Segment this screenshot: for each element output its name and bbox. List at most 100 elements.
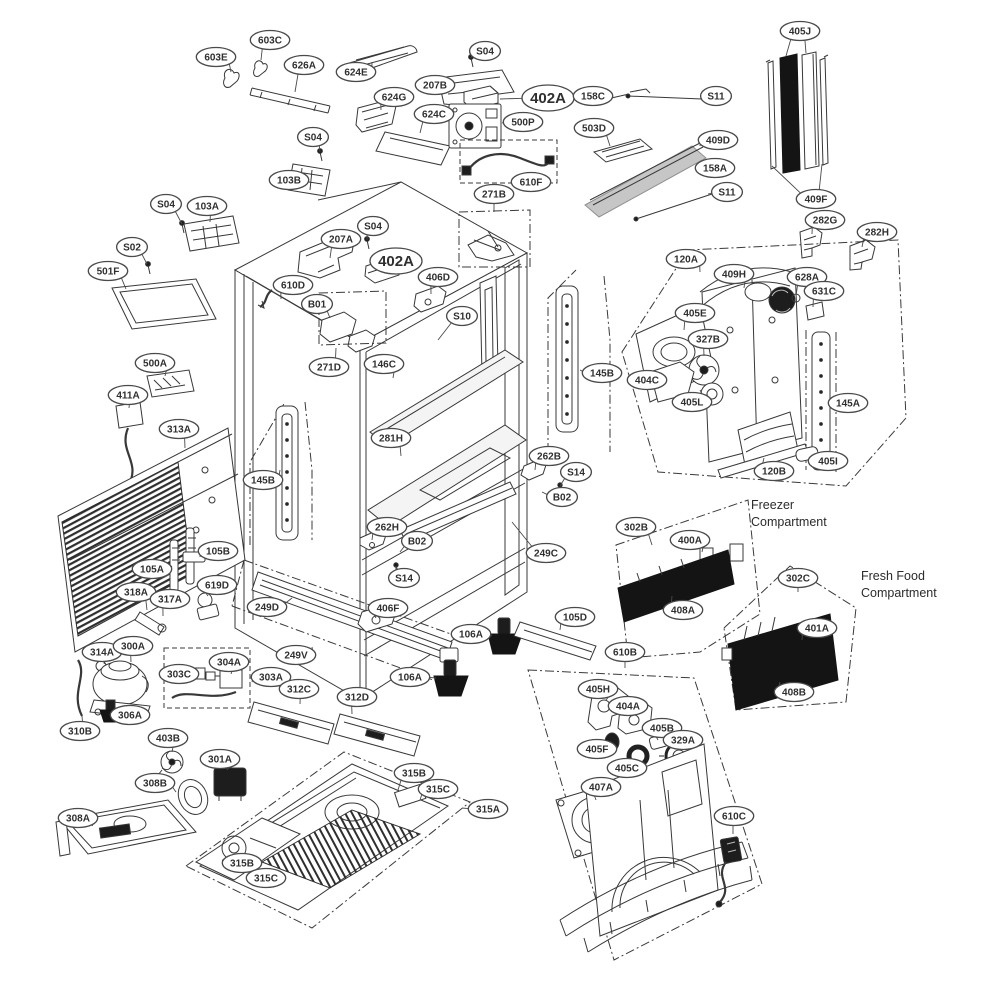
freezer-heater-drawing	[615, 499, 761, 659]
callout-label: 405B	[650, 724, 674, 735]
callout-bubble	[671, 391, 713, 413]
callout-label: 308A	[66, 814, 90, 825]
callout-label: 271B	[482, 190, 506, 201]
callout-402a-29: 402A	[369, 247, 423, 275]
callout-label: 207B	[423, 81, 447, 92]
leader-line	[284, 597, 293, 605]
leader-line	[260, 48, 263, 61]
callout-262h-65: 262H	[366, 516, 408, 541]
callout-310b-87: 310B	[59, 715, 101, 742]
callout-bubble	[417, 266, 459, 288]
callout-bubble	[604, 641, 646, 663]
leader-line	[861, 238, 865, 248]
callout-bubble	[580, 776, 622, 798]
callout-label: 281H	[379, 434, 403, 445]
callout-306a-86: 306A	[109, 704, 151, 726]
callout-bubble	[467, 798, 509, 820]
callout-bubble	[626, 369, 668, 391]
callout-label: B02	[408, 537, 427, 548]
callout-bubble	[59, 720, 101, 742]
callout-bubble	[196, 574, 238, 596]
callout-label: S11	[718, 188, 736, 199]
callout-label: 405I	[818, 457, 838, 468]
callout-406d-33: 406D	[417, 266, 459, 295]
callout-bubble	[753, 460, 795, 482]
callout-145b-41: 145B	[579, 362, 623, 384]
callout-bubble	[134, 772, 176, 794]
callout-s02-26: S02	[115, 236, 149, 265]
leader-line	[499, 97, 524, 100]
callout-105d-75: 105D	[554, 606, 596, 631]
callout-bubble	[572, 85, 614, 107]
callout-bubble	[308, 356, 350, 378]
callout-406f-69: 406F	[367, 597, 409, 619]
callout-bubble	[367, 597, 409, 619]
callout-label: 405L	[681, 398, 704, 409]
callout-label: 302C	[786, 574, 810, 585]
callout-404c-44: 404C	[626, 369, 668, 391]
callout-403b-88: 403B	[147, 727, 189, 753]
left-panels-drawing	[57, 369, 313, 653]
callout-bubble	[713, 805, 755, 827]
callout-label: S04	[157, 200, 175, 211]
leader-line	[437, 322, 453, 341]
callout-303c-81: 303C	[158, 663, 200, 685]
callout-bubble	[373, 86, 415, 108]
callout-label: 158A	[703, 164, 727, 175]
callout-label: 500P	[511, 118, 535, 129]
callout-145b-50: 145B	[242, 469, 284, 491]
callout-label: 315C	[254, 874, 278, 885]
callout-405e-42: 405E	[674, 302, 716, 331]
callout-bubble	[803, 280, 845, 302]
callout-label: 310B	[68, 727, 92, 738]
callout-300a-80: 300A	[112, 635, 154, 663]
callout-label: 282G	[813, 216, 838, 227]
callout-label: 105D	[563, 613, 587, 624]
callout-label: 400A	[678, 536, 702, 547]
bottom-trays-drawing	[247, 603, 597, 757]
callout-bubble	[607, 695, 649, 717]
callout-bubble	[576, 738, 618, 760]
callout-500a-47: 500A	[134, 352, 176, 377]
callout-label: 610F	[520, 178, 543, 189]
callout-624e-3: 624E	[335, 61, 377, 83]
callout-label: S14	[395, 574, 413, 585]
callout-label: 411A	[116, 391, 139, 402]
callout-b02-66: B02	[399, 530, 434, 553]
callout-bubble	[275, 644, 317, 666]
callout-bubble	[393, 762, 435, 784]
callout-label: 314A	[90, 648, 114, 659]
callout-bubble	[249, 29, 291, 51]
callout-label: 402A	[378, 253, 414, 270]
callout-bubble	[147, 727, 189, 749]
callout-label: 207A	[329, 235, 353, 246]
callout-s04-27: S04	[356, 215, 390, 241]
callout-315a-103: 315A	[461, 798, 509, 820]
callout-bubble	[777, 567, 819, 589]
callout-271b-23: 271B	[473, 183, 515, 212]
callout-label: 103A	[195, 202, 219, 213]
callout-bubble	[197, 540, 239, 562]
air-duct-tower-drawing	[527, 669, 763, 961]
callout-bubble	[363, 353, 405, 375]
callout-label: 407A	[589, 783, 613, 794]
callout-405h-89: 405H	[577, 678, 619, 701]
leader-line	[419, 121, 424, 134]
leader-line	[228, 63, 232, 73]
callout-label: 619D	[205, 581, 229, 592]
leader-line	[605, 134, 611, 147]
leader-line	[818, 163, 823, 191]
callout-249d-64: 249D	[246, 596, 293, 618]
callout-bubble	[662, 729, 704, 751]
callout-631c-38: 631C	[803, 280, 845, 308]
callout-408a-70: 408A	[662, 595, 704, 621]
callout-label: 405F	[586, 745, 609, 756]
callout-bubble	[674, 302, 716, 324]
callout-145a-46: 145A	[827, 392, 869, 414]
callout-label: 317A	[158, 595, 182, 606]
callout-249v-78: 249V	[275, 644, 317, 666]
callout-bubble	[250, 666, 292, 688]
leader-line	[174, 210, 183, 225]
callout-s14-67: S14	[387, 565, 421, 589]
